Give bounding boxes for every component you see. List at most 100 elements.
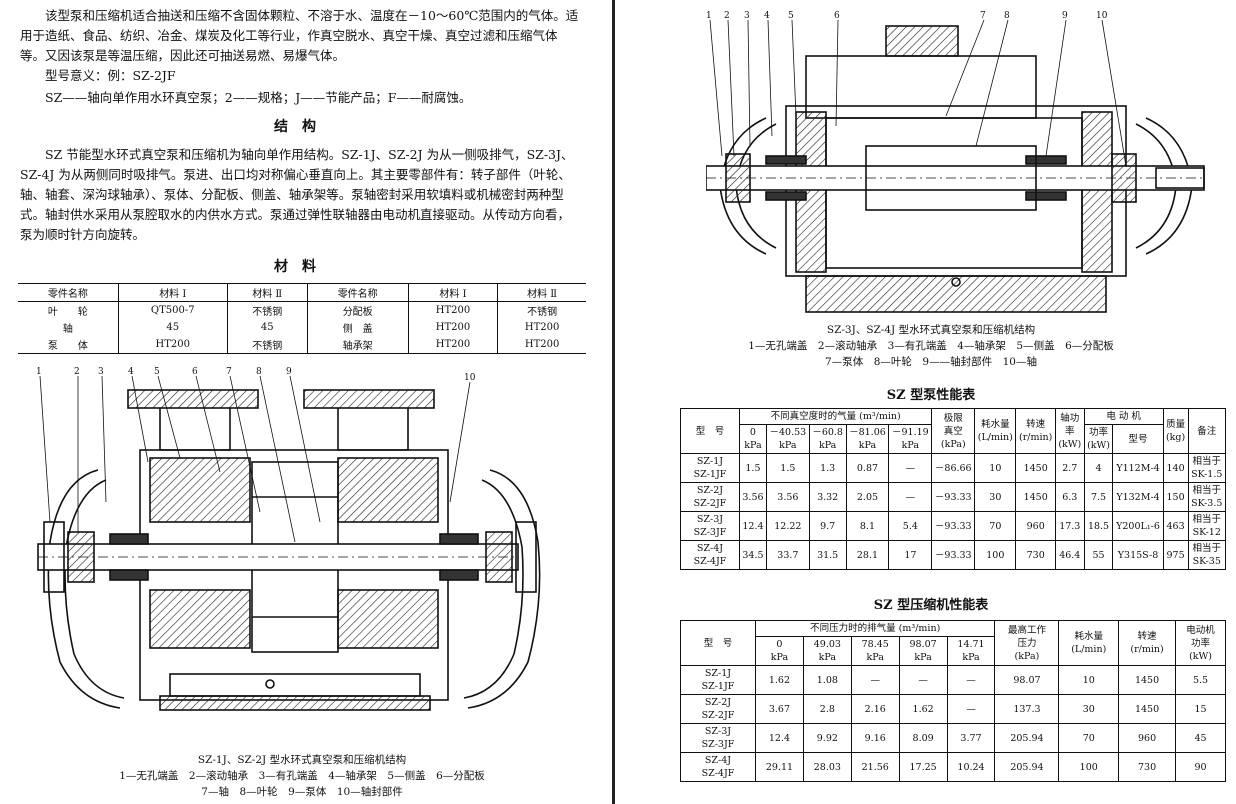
discharge-cell: 9.16 (850, 723, 900, 753)
discharge-cell: 17.25 (898, 752, 948, 782)
structure-heading: 结构 (274, 119, 330, 135)
shaft-power-cell: 2.7 (1054, 453, 1085, 483)
intro-paragraph: 该型泵和压缩机适合抽送和压缩不含固体颗粒、不溶于水、温度在－10～60℃范围内的… (20, 8, 579, 63)
flow-cell: 1.3 (808, 453, 847, 483)
figure-label: 9 (1062, 11, 1068, 21)
col-header: 材料 I (117, 283, 228, 302)
figure-label: 9 (286, 367, 292, 377)
figure-label: 6 (834, 11, 840, 21)
flow-cell: 17 (888, 540, 933, 570)
pump-table-title: SZ 型泵性能表 (886, 388, 976, 403)
discharge-cell: 3.77 (946, 723, 996, 753)
figure-label: 4 (128, 367, 134, 377)
figure-label: 7 (226, 367, 232, 377)
mass-cell: 150 (1162, 482, 1189, 512)
table-cell: HT200 (407, 336, 498, 354)
water-cell: 10 (974, 453, 1017, 483)
discharge-cell: 1.62 (898, 694, 948, 724)
max-pressure-cell: 205.94 (994, 752, 1060, 782)
flow-cell: 8.1 (845, 511, 890, 541)
col-header-water: 耗水量(L/min) (1058, 620, 1120, 666)
speed-cell: 1450 (1015, 482, 1056, 512)
discharge-cell: 3.67 (755, 694, 804, 724)
flow-cell: 1.5 (739, 453, 767, 483)
col-header-model: 型 号 (680, 408, 740, 454)
table-row: 轴 45 45 侧 盖 HT200 HT200 (18, 319, 586, 336)
water-cell: 10 (1058, 665, 1120, 695)
compressor-performance-table: 型 号 不同压力时的排气量 (m³/min) 最高工作压力(kPa) 耗水量(L… (680, 620, 1226, 782)
limit-cell: －93.33 (931, 482, 976, 512)
figure-label: 10 (1096, 11, 1108, 21)
flow-cell: 33.7 (765, 540, 810, 570)
compressor-table-title: SZ 型压缩机性能表 (873, 598, 989, 613)
flow-cell: 3.32 (808, 482, 847, 512)
mass-cell: 463 (1162, 511, 1189, 541)
discharge-cell: 8.09 (898, 723, 948, 753)
discharge-cell: 21.56 (850, 752, 900, 782)
motor-power-cell: 45 (1175, 723, 1226, 753)
table-cell: 不锈钢 (226, 301, 308, 319)
figure-legend: 7—泵体 8—叶轮 9——轴封部件 10—轴 (825, 356, 1037, 368)
flow-cell: 12.22 (765, 511, 810, 541)
flow-cell: 28.1 (845, 540, 890, 570)
speed-cell: 1450 (1015, 453, 1056, 483)
motor-power-cell: 15 (1175, 694, 1226, 724)
figure-label: 10 (464, 373, 476, 383)
discharge-cell: 2.8 (802, 694, 852, 724)
mass-cell: 975 (1162, 540, 1189, 570)
motor-power-cell: 4 (1083, 453, 1114, 483)
col-header: 材料 Ⅱ (497, 283, 586, 302)
flow-cell: 12.4 (739, 511, 767, 541)
discharge-cell: 1.08 (802, 665, 852, 695)
limit-cell: －86.66 (931, 453, 976, 483)
col-header-motor-power: 功率(kW) (1083, 424, 1114, 454)
motor-power-cell: 55 (1083, 540, 1114, 570)
motor-power-cell: 18.5 (1083, 511, 1114, 541)
max-pressure-cell: 205.94 (994, 723, 1060, 753)
figure-caption: SZ-1J、SZ-2J 型水环式真空泵和压缩机结构 (197, 754, 407, 766)
table-cell: 不锈钢 (497, 301, 586, 319)
figure-label: 5 (154, 367, 160, 377)
mass-cell: 140 (1162, 453, 1189, 483)
col-header-group: 不同压力时的排气量 (m³/min) (754, 620, 996, 637)
figure-label: 4 (764, 11, 770, 21)
col-header-note: 备注 (1187, 408, 1227, 454)
speed-cell: 960 (1015, 511, 1056, 541)
figure-legend: 1—无孔端盖 2—滚动轴承 3—有孔端盖 4—轴承架 5—侧盖 6—分配板 (119, 770, 485, 782)
discharge-cell: — (850, 665, 900, 695)
table-cell: HT200 (497, 319, 586, 336)
figure-label: 1 (706, 11, 712, 21)
speed-cell: 1450 (1118, 694, 1177, 724)
discharge-cell: 29.11 (755, 752, 804, 782)
water-cell: 30 (974, 482, 1017, 512)
col-header-shaft: 轴功率(kW) (1054, 408, 1085, 454)
col-header-speed: 转速(r/min) (1015, 408, 1056, 454)
flow-cell: 1.5 (765, 453, 810, 483)
shaft-power-cell: 6.3 (1054, 482, 1085, 512)
page-divider (612, 0, 615, 804)
water-cell: 70 (1058, 723, 1120, 753)
figure-label: 2 (74, 367, 80, 377)
pump-cross-section-figure-2: 1 2 3 4 5 6 7 8 9 10 (706, 11, 1205, 313)
col-header-group: 不同真空度时的气量 (m³/min) (738, 408, 933, 425)
discharge-cell: — (946, 694, 996, 724)
table-header-row: 型 号 不同真空度时的气量 (m³/min) 极限真空(kPa) 耗水量(L/m… (680, 408, 1227, 454)
figure-caption: SZ-3J、SZ-4J 型水环式真空泵和压缩机结构 (826, 324, 1036, 336)
materials-heading: 材料 (274, 259, 330, 275)
